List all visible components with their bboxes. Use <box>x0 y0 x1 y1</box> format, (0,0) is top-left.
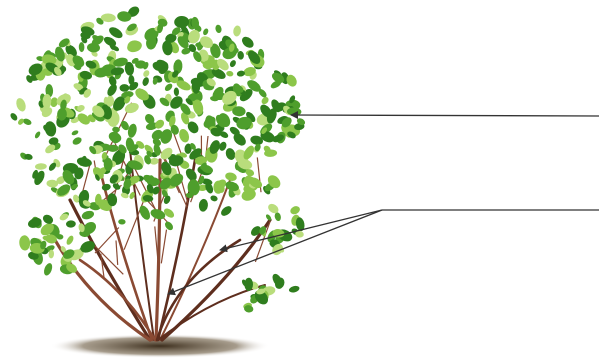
crown-pointer-line <box>291 115 599 116</box>
leaf <box>288 285 300 294</box>
leaf <box>240 35 256 50</box>
leaf <box>137 204 152 222</box>
leaf <box>71 136 83 146</box>
leaf <box>81 209 95 221</box>
crown-pointer <box>291 115 599 116</box>
leaf <box>177 128 190 144</box>
leaf <box>65 234 75 245</box>
leaf <box>112 126 120 133</box>
stems-pointer-branch-upper <box>220 210 382 250</box>
twig <box>161 230 166 264</box>
twig <box>155 226 158 259</box>
leaf <box>163 220 174 232</box>
leaf <box>174 87 180 96</box>
leaf <box>66 220 76 228</box>
leaf <box>289 205 301 216</box>
leaf <box>15 97 28 113</box>
leaf <box>219 204 233 218</box>
leaf <box>71 129 79 136</box>
leaf <box>142 69 151 78</box>
leaf <box>27 216 43 229</box>
leaf <box>163 82 173 92</box>
twig <box>95 228 119 254</box>
leaf <box>76 156 93 168</box>
leaf <box>9 112 19 122</box>
leaf <box>141 76 150 86</box>
leaf <box>202 28 209 36</box>
leaf <box>224 171 238 182</box>
leaf <box>198 198 208 212</box>
leaf <box>215 24 223 33</box>
leaf <box>120 84 130 92</box>
leaf <box>34 131 42 140</box>
leaf <box>232 25 241 37</box>
leaf <box>79 42 85 52</box>
stem <box>162 220 270 340</box>
leaf <box>224 147 236 161</box>
leaf <box>19 235 31 251</box>
leaf <box>210 195 219 203</box>
leaf <box>174 16 189 29</box>
stems-pointer <box>168 210 599 294</box>
leaf <box>35 163 47 170</box>
leaf <box>42 262 53 277</box>
twig <box>124 196 146 250</box>
leaf <box>229 59 237 68</box>
twig <box>116 241 118 265</box>
leaf <box>226 70 234 76</box>
leaf <box>118 219 126 225</box>
leaf <box>105 83 118 98</box>
